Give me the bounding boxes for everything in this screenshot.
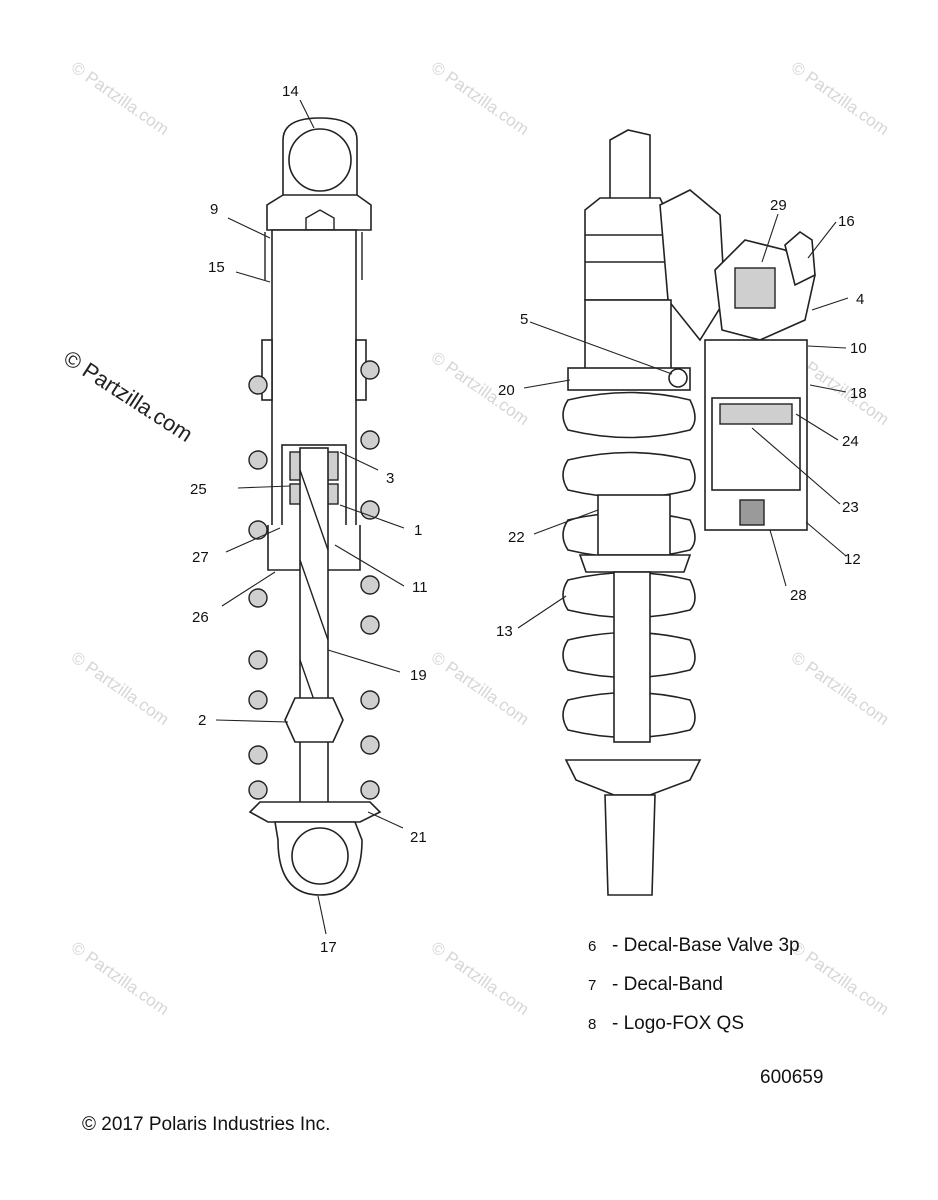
callout-4: 4 [856, 291, 864, 308]
callout-13: 13 [496, 623, 513, 640]
watermark-text: © Partzilla.com [428, 58, 533, 139]
callout-24: 24 [842, 433, 859, 450]
watermark-text: © Partzilla.com [788, 938, 893, 1019]
callout-27: 27 [192, 549, 209, 566]
parts-legend: 6 - Decal-Base Valve 3p 7 - Decal-Band 8… [588, 935, 800, 1034]
callout-10: 10 [850, 340, 867, 357]
callout-3: 3 [386, 470, 394, 487]
callout-12: 12 [844, 551, 861, 568]
callout-14: 14 [282, 83, 299, 100]
callout-18: 18 [850, 385, 867, 402]
watermark-text: © Partzilla.com [68, 648, 173, 729]
callout-5: 5 [520, 311, 528, 328]
callout-21: 21 [410, 829, 427, 846]
callouts: 14 9 15 3 25 1 27 11 26 19 2 21 17 29 16… [190, 83, 867, 956]
legend-number: 6 [588, 938, 596, 955]
legend-description: - Decal-Base Valve 3p [612, 935, 800, 956]
legend-number: 8 [588, 1016, 596, 1033]
callout-2: 2 [198, 712, 206, 729]
watermark-group: © Partzilla.com © Partzilla.com © Partzi… [59, 58, 892, 1019]
legend-description: - Decal-Band [612, 974, 723, 995]
legend-description: - Logo-FOX QS [612, 1013, 744, 1034]
callout-23: 23 [842, 499, 859, 516]
diagram-number: 600659 [760, 1067, 823, 1088]
callout-29: 29 [770, 197, 787, 214]
watermark-text: © Partzilla.com [68, 58, 173, 139]
copyright-text: © 2017 Polaris Industries Inc. [82, 1114, 330, 1135]
callout-11: 11 [412, 579, 428, 596]
watermark-text: © Partzilla.com [428, 938, 533, 1019]
callout-1: 1 [414, 522, 422, 539]
callout-22: 22 [508, 529, 525, 546]
watermark-text: © Partzilla.com [788, 58, 893, 139]
callout-26: 26 [192, 609, 209, 626]
watermark-text: © Partzilla.com [68, 938, 173, 1019]
callout-25: 25 [190, 481, 207, 498]
watermark-text: © Partzilla.com [428, 648, 533, 729]
leader-lines [215, 99, 849, 935]
callout-28: 28 [790, 587, 807, 604]
callout-15: 15 [208, 259, 225, 276]
legend-number: 7 [588, 977, 596, 994]
right-shock-drawing [562, 129, 816, 896]
callout-16: 16 [838, 213, 855, 230]
watermark-text: © Partzilla.com [428, 348, 533, 429]
watermark-text: © Partzilla.com [788, 648, 893, 729]
watermark-large: © Partzilla.com [59, 345, 197, 447]
left-shock-drawing [248, 117, 382, 896]
callout-20: 20 [498, 382, 515, 399]
callout-9: 9 [210, 201, 218, 218]
callout-19: 19 [410, 667, 427, 684]
callout-17: 17 [320, 939, 337, 956]
